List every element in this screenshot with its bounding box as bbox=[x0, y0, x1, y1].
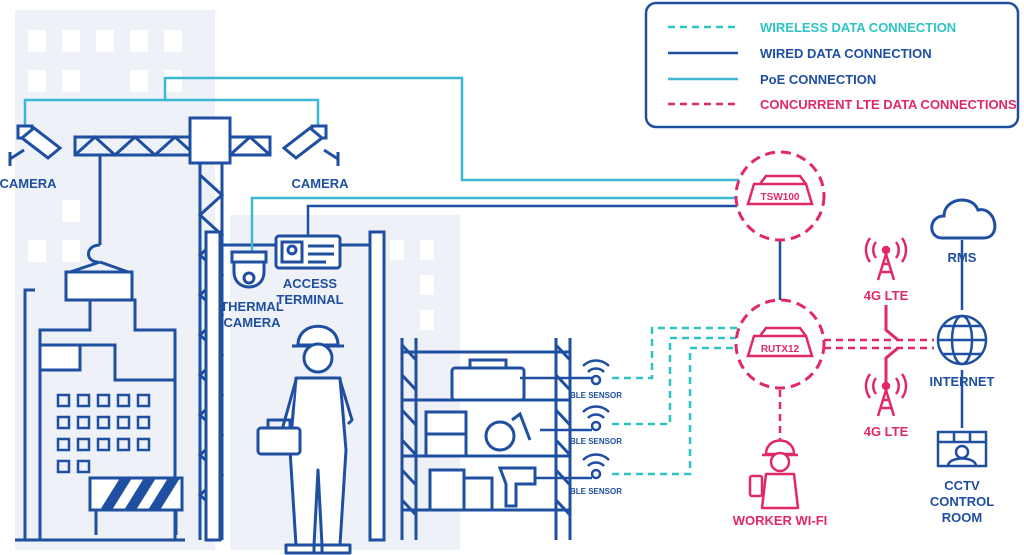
construction-worker-illustration bbox=[256, 324, 354, 555]
wired-lines bbox=[306, 204, 964, 428]
barrier bbox=[88, 476, 184, 535]
internet-label: INTERNET bbox=[930, 374, 995, 389]
ble-sensor-icon-1 bbox=[582, 359, 610, 386]
legend-item-lte: CONCURRENT LTE DATA CONNECTIONS bbox=[668, 97, 1017, 112]
legend: WIRELESS DATA CONNECTION WIRED DATA CONN… bbox=[644, 1, 1020, 129]
tsw100-label: TSW100 bbox=[761, 192, 800, 203]
rutx12-router: RUTX12 bbox=[734, 298, 826, 390]
legend-label-wireless: WIRELESS DATA CONNECTION bbox=[760, 20, 956, 35]
access-terminal-label-1: ACCESS bbox=[283, 276, 338, 291]
wireless-lines bbox=[612, 326, 738, 476]
cloud-icon bbox=[930, 198, 997, 240]
legend-item-wireless: WIRELESS DATA CONNECTION bbox=[668, 20, 956, 35]
worker-wifi-label: WORKER WI-FI bbox=[733, 513, 828, 528]
lte-top-label: 4G LTE bbox=[864, 288, 909, 303]
building-windows bbox=[56, 393, 151, 474]
lte-lines bbox=[778, 338, 934, 440]
camera-right-label: CAMERA bbox=[291, 176, 349, 191]
lte-tower-top-icon bbox=[864, 237, 908, 281]
globe-icon bbox=[936, 314, 988, 366]
poe-lines bbox=[23, 76, 740, 252]
legend-label-lte: CONCURRENT LTE DATA CONNECTIONS bbox=[760, 97, 1017, 112]
cctv-label-3: ROOM bbox=[942, 510, 982, 525]
rms-label: RMS bbox=[948, 250, 977, 265]
legend-label-poe: PoE CONNECTION bbox=[760, 72, 876, 87]
thermal-camera-icon bbox=[230, 250, 268, 289]
legend-label-wired: WIRED DATA CONNECTION bbox=[760, 46, 932, 61]
legend-item-poe: PoE CONNECTION bbox=[668, 72, 876, 87]
thermal-camera-label-2: CAMERA bbox=[223, 315, 281, 330]
camera-left-icon bbox=[8, 124, 63, 166]
access-terminal-icon bbox=[274, 234, 342, 270]
lte-branch bbox=[884, 305, 899, 385]
lte-tower-bottom-icon bbox=[864, 373, 908, 417]
camera-left-label: CAMERA bbox=[0, 176, 57, 191]
ble-sensor-icon-2 bbox=[582, 405, 610, 432]
ble-sensor-label-1: BLE SENSOR bbox=[570, 391, 622, 400]
worker-wifi-icon bbox=[748, 439, 800, 510]
shelving-unit bbox=[400, 338, 572, 540]
legend-item-wired: WIRED DATA CONNECTION bbox=[668, 46, 932, 61]
building-structure bbox=[15, 288, 185, 542]
access-terminal-label-2: TERMINAL bbox=[276, 292, 343, 307]
cctv-label-2: CONTROL bbox=[930, 494, 994, 509]
crane bbox=[64, 116, 272, 540]
gate-frame bbox=[204, 230, 386, 542]
shelf-items bbox=[424, 358, 537, 512]
ble-sensor-label-2: BLE SENSOR bbox=[570, 437, 622, 446]
camera-right-icon bbox=[281, 124, 340, 166]
tsw100-switch: TSW100 bbox=[734, 150, 826, 242]
cctv-label-1: CCTV bbox=[944, 478, 980, 493]
ble-sensor-label-3: BLE SENSOR bbox=[570, 487, 622, 496]
ble-sensor-icon-3 bbox=[582, 453, 610, 480]
ble-sensor-wires bbox=[520, 376, 592, 480]
cctv-monitor-icon bbox=[936, 430, 988, 468]
lte-bottom-label: 4G LTE bbox=[864, 424, 909, 439]
thermal-camera-label-1: THERMAL bbox=[220, 299, 284, 314]
rutx12-label: RUTX12 bbox=[761, 344, 800, 355]
